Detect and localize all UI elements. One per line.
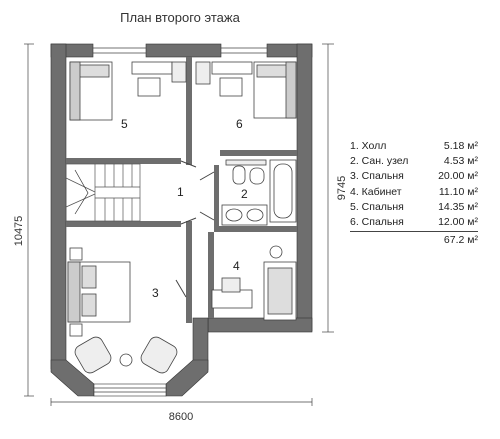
total-divider (350, 231, 478, 233)
wall-room3-top (66, 221, 181, 227)
outer-walls (50, 43, 313, 397)
wall-room3-right (186, 221, 192, 323)
wall-right (296, 43, 313, 332)
room-number-1: 1 (177, 185, 184, 199)
office-room4 (211, 245, 297, 321)
room-numbers: 5 6 1 2 3 4 (121, 117, 248, 300)
wall-bath-bottom (214, 226, 297, 232)
armchairs-room3 (74, 336, 178, 374)
bay-window (93, 383, 167, 397)
total-area: 67.2 м² (443, 234, 478, 247)
wall-bay-right-diagonal (165, 359, 209, 397)
desk-room6 (195, 61, 253, 97)
interior-walls (66, 57, 297, 323)
dimension-height-left: 10475 (13, 216, 25, 247)
doors (175, 160, 215, 298)
stairs (65, 163, 141, 222)
desk-room5 (131, 61, 187, 97)
wall-bath-left (214, 165, 219, 226)
dimension-lines (24, 43, 334, 406)
wall-room5-bottom (66, 158, 181, 164)
bathroom-fixtures (221, 159, 297, 226)
wall-left (50, 43, 67, 370)
plan-title: План второго этажа (120, 10, 240, 25)
wall-room5-6 (186, 57, 192, 165)
stair-treads (65, 164, 140, 221)
dimension-width: 8600 (169, 411, 193, 423)
bed-room3 (67, 247, 131, 337)
dimension-height-right: 9745 (336, 176, 348, 200)
room-number-5: 5 (121, 117, 128, 131)
room-number-2: 2 (241, 187, 248, 201)
wall-room6-bottom (220, 150, 297, 156)
windows (93, 47, 267, 54)
wall-top-middle (145, 43, 222, 58)
bay-glazing (94, 387, 166, 393)
bed-room6 (253, 61, 297, 119)
room-number-3: 3 (152, 286, 159, 300)
wall-room4-left (208, 232, 214, 318)
room-number-4: 4 (233, 259, 240, 273)
bed-room5 (69, 61, 113, 121)
room-number-6: 6 (236, 117, 243, 131)
